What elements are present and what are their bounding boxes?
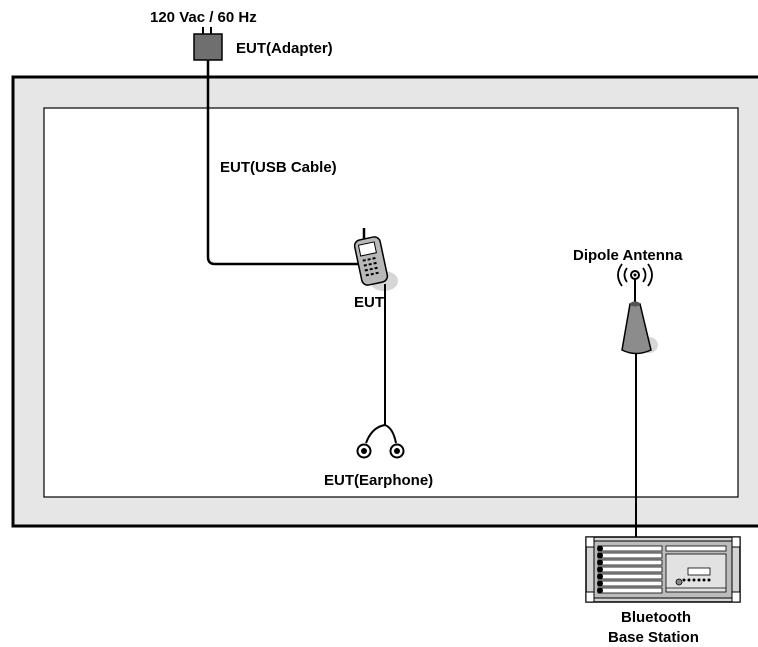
earphone-icon (356, 424, 405, 459)
base-station-label-line2: Base Station (608, 629, 699, 646)
rack-equipment-icon (585, 536, 741, 603)
power-label: 120 Vac / 60 Hz (150, 9, 257, 26)
usb-cable-line (206, 60, 362, 266)
dipole-antenna-icon (617, 263, 658, 355)
antenna-label: Dipole Antenna (573, 247, 683, 264)
mobile-phone-icon (353, 228, 398, 291)
base-station-label-line1: Bluetooth (621, 609, 691, 626)
chamber-inner (43, 107, 739, 498)
adapter-label: EUT(Adapter) (236, 40, 333, 57)
usb-cable-label: EUT(USB Cable) (220, 159, 337, 176)
eut-label: EUT (354, 294, 384, 311)
power-adapter-icon (193, 27, 223, 61)
earphone-label: EUT(Earphone) (324, 472, 433, 489)
